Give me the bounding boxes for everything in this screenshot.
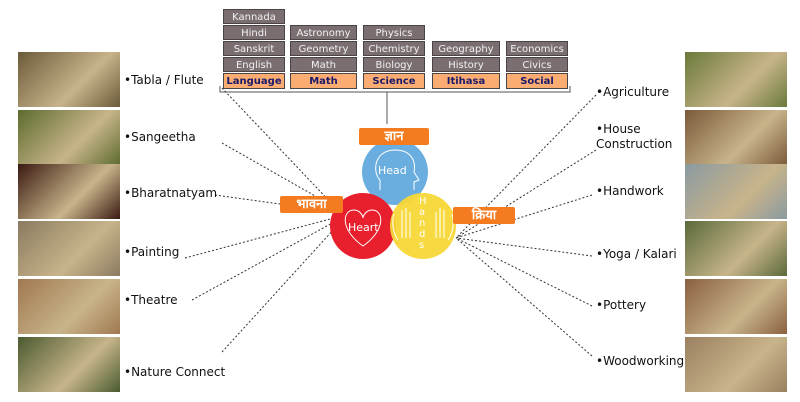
- subject-item: Math: [290, 57, 357, 72]
- subject-header: Math: [290, 73, 357, 89]
- head-tag: ज्ञान: [359, 128, 429, 145]
- left-activity-label: •Tabla / Flute: [124, 73, 204, 87]
- right-activity-label: •Yoga / Kalari: [596, 247, 677, 261]
- subject-item: Kannada: [223, 9, 285, 24]
- subject-header: Social: [506, 73, 568, 89]
- line-house: [455, 149, 597, 239]
- left-activity-label: •Nature Connect: [124, 365, 226, 379]
- line-tabla: [221, 87, 337, 209]
- right-activity-label: •Handwork: [596, 184, 664, 198]
- left-activity-photo: [18, 337, 120, 392]
- right-activity-photo: [685, 337, 787, 392]
- left-activity-photo: [18, 164, 120, 219]
- heart-icon: [344, 209, 382, 247]
- subject-item: English: [223, 57, 285, 72]
- subject-header: Language: [223, 73, 285, 89]
- line-theatre: [191, 215, 346, 301]
- subject-item: Sanskrit: [223, 41, 285, 56]
- subject-item: Hindi: [223, 25, 285, 40]
- head-circle: [362, 139, 428, 205]
- left-activity-photo: [18, 110, 120, 165]
- heart-label: Heart: [348, 221, 379, 234]
- head-label: Head: [378, 164, 407, 177]
- left-activity-label: •Sangeetha: [124, 130, 196, 144]
- subject-item: Economics: [506, 41, 568, 56]
- right-activity-label: •Woodworking: [596, 354, 685, 368]
- line-nature: [221, 216, 346, 353]
- head-icon: [375, 149, 420, 190]
- line-pottery: [455, 237, 593, 307]
- subject-item: Geography: [432, 41, 500, 56]
- right-hand-icon: [435, 208, 454, 241]
- subject-item: History: [432, 57, 500, 72]
- subject-header: Science: [363, 73, 425, 89]
- right-activity-photo: [685, 110, 787, 165]
- line-woodworking: [455, 237, 593, 357]
- subjects-brace: [219, 86, 571, 124]
- left-activity-photo: [18, 221, 120, 276]
- subject-item: Biology: [363, 57, 425, 72]
- left-activity-label: •Bharatnatyam: [124, 186, 218, 200]
- right-activity-photo: [685, 279, 787, 334]
- subject-item: Chemistry: [363, 41, 425, 56]
- subject-item: Physics: [363, 25, 425, 40]
- left-hand-icon: [392, 208, 411, 241]
- hands-label: Hands: [419, 196, 427, 251]
- subject-header: Itihasa: [432, 73, 500, 89]
- heart-circle: [330, 193, 396, 259]
- right-activity-photo: [685, 164, 787, 219]
- heart-tag: भावना: [280, 196, 343, 213]
- line-agriculture: [455, 94, 597, 239]
- right-activity-label: •Pottery: [596, 298, 647, 312]
- right-activity-label: •Agriculture: [596, 85, 670, 99]
- subject-item: Civics: [506, 57, 568, 72]
- left-activity-label: •Painting: [124, 245, 180, 259]
- line-yoga: [455, 237, 593, 257]
- right-activity-photo: [685, 52, 787, 107]
- left-activity-photo: [18, 279, 120, 334]
- right-activity-label: •House Construction: [596, 122, 673, 151]
- hands-tag: क्रिया: [453, 207, 515, 224]
- left-activity-photo: [18, 52, 120, 107]
- subject-item: Astronomy: [290, 25, 357, 40]
- right-activity-photo: [685, 221, 787, 276]
- left-activity-label: •Theatre: [124, 293, 178, 307]
- subject-item: Geometry: [290, 41, 357, 56]
